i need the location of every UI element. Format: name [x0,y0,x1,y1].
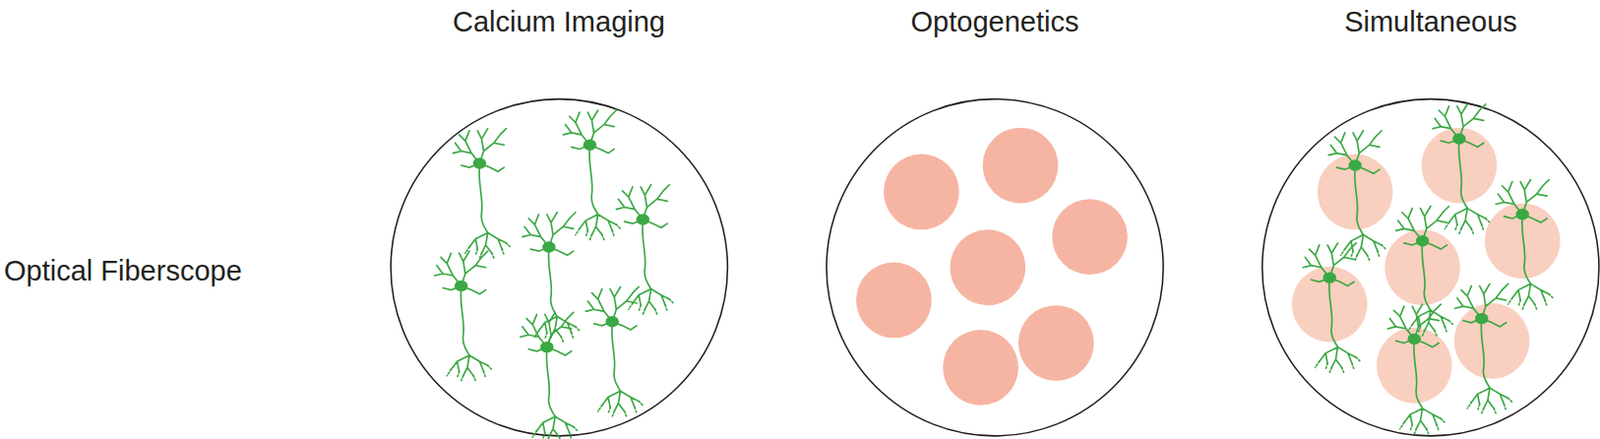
row-label: Optical Fiberscope [3,253,243,289]
column-heading: Simultaneous [1344,4,1518,40]
column-heading: Calcium Imaging [452,4,666,40]
column-heading: Optogenetics [911,4,1080,40]
